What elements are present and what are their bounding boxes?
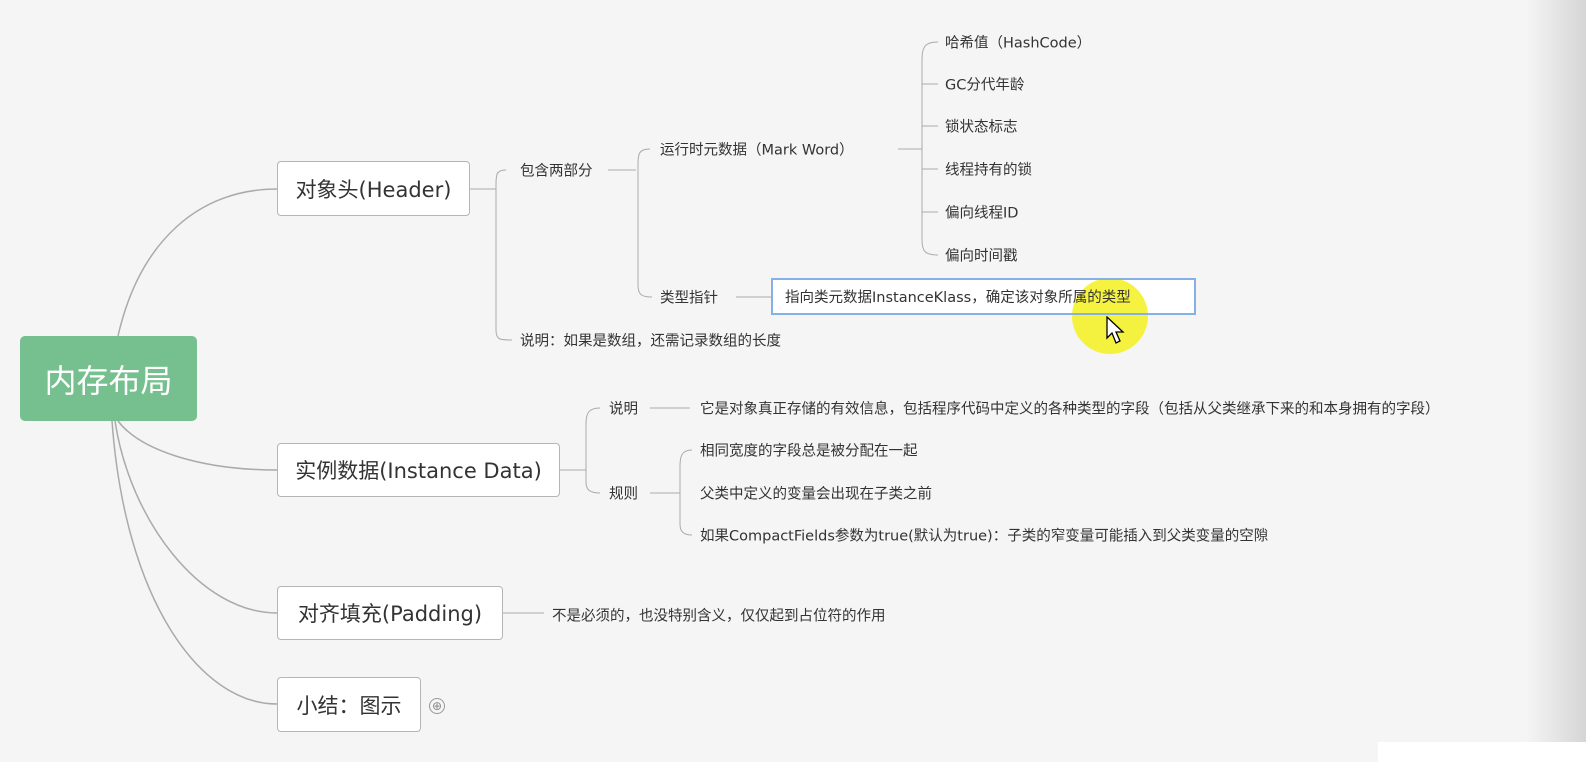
leaf-biased-thread-id[interactable]: 偏向线程ID [945, 205, 1019, 222]
topic-mark-word[interactable]: 运行时元数据（Mark Word） [660, 142, 854, 159]
root-topic[interactable]: 内存布局 [20, 336, 197, 421]
topic-header-label: 对象头(Header) [295, 177, 452, 202]
topic-instance-label: 实例数据(Instance Data) [295, 459, 542, 483]
leaf-rule-1[interactable]: 相同宽度的字段总是被分配在一起 [700, 443, 918, 460]
leaf-rule-2[interactable]: 父类中定义的变量会出现在子类之前 [700, 486, 932, 503]
topic-instance-rules[interactable]: 规则 [609, 486, 638, 503]
topic-header-note[interactable]: 说明：如果是数组，还需记录数组的长度 [520, 333, 781, 350]
topic-type-pointer[interactable]: 类型指针 [660, 290, 718, 307]
leaf-hashcode[interactable]: 哈希值（HashCode） [945, 35, 1092, 52]
topic-instance-data[interactable]: 实例数据(Instance Data) [277, 443, 560, 497]
leaf-lock-state[interactable]: 锁状态标志 [945, 119, 1018, 136]
leaf-rule-3[interactable]: 如果CompactFields参数为true(默认为true)：子类的窄变量可能… [700, 528, 1269, 545]
root-label: 内存布局 [44, 361, 173, 400]
topic-summary-label: 小结：图示 [296, 693, 402, 718]
topic-padding[interactable]: 对齐填充(Padding) [277, 586, 503, 640]
topic-summary[interactable]: 小结：图示 [277, 677, 421, 732]
corner-panel [1378, 742, 1586, 762]
leaf-thread-lock[interactable]: 线程持有的锁 [945, 162, 1032, 179]
selected-topic-type-pointer-detail[interactable]: 指向类元数据InstanceKlass，确定该对象所属的类型 [771, 278, 1196, 315]
mouse-pointer-icon [1106, 316, 1125, 344]
topic-contains-two-parts[interactable]: 包含两部分 [520, 163, 593, 180]
topic-header[interactable]: 对象头(Header) [277, 161, 470, 216]
scroll-edge-shadow [1526, 0, 1586, 762]
expand-plus-icon[interactable]: ⊕ [429, 698, 445, 714]
cursor-highlight [1072, 278, 1148, 354]
topic-padding-label: 对齐填充(Padding) [297, 602, 483, 626]
leaf-biased-timestamp[interactable]: 偏向时间戳 [945, 248, 1018, 265]
type-pointer-detail-label: 指向类元数据InstanceKlass，确定该对象所属的类型 [785, 290, 1131, 306]
leaf-padding-detail[interactable]: 不是必须的，也没特别含义，仅仅起到占位符的作用 [552, 608, 886, 625]
leaf-instance-desc[interactable]: 它是对象真正存储的有效信息，包括程序代码中定义的各种类型的字段（包括从父类继承下… [700, 401, 1440, 418]
topic-instance-desc-label[interactable]: 说明 [609, 401, 638, 418]
leaf-gc-age[interactable]: GC分代年龄 [945, 77, 1025, 94]
